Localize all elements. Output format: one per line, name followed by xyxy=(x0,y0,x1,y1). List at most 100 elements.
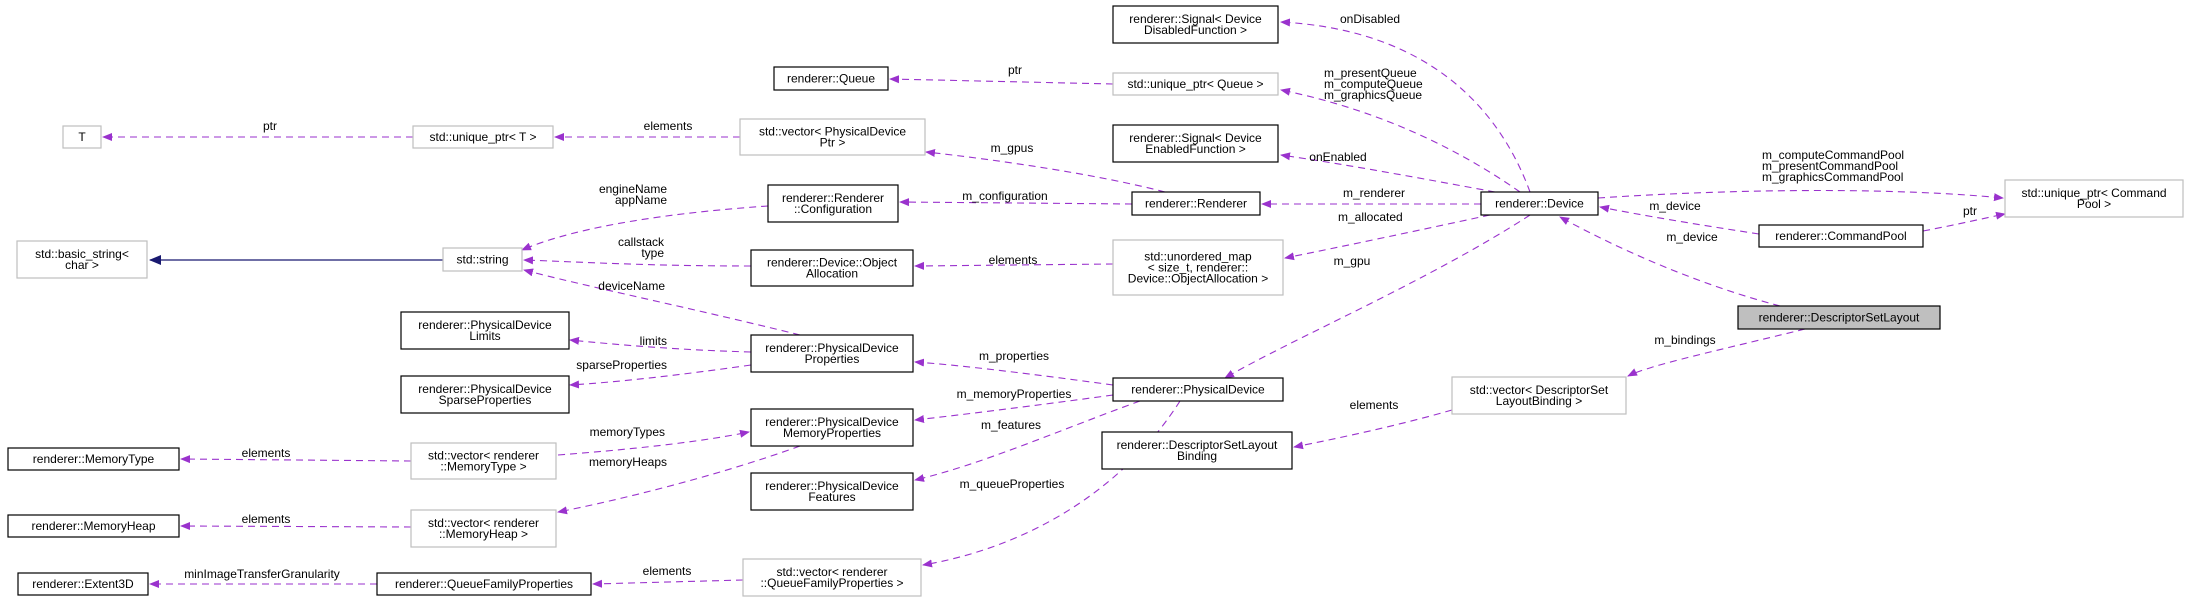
class-node-memory_heap[interactable]: renderer::MemoryHeap xyxy=(7,514,180,538)
class-node-box xyxy=(412,125,554,149)
class-node-qfp[interactable]: renderer::QueueFamilyProperties xyxy=(376,572,592,596)
class-node-label-line: std::vector< PhysicalDevice xyxy=(759,125,906,139)
edge-label-elements_qfp: elements xyxy=(643,564,692,578)
class-node-renderer_config[interactable]: renderer::Renderer::Configuration xyxy=(767,184,899,223)
edge-label-line: elements xyxy=(644,119,693,133)
usage-edge-physical_device-to-vector_qfp xyxy=(922,400,1181,568)
class-node-label-line: std::unique_ptr< Queue > xyxy=(1127,77,1263,91)
usage-edge-vector_dslb-to-dslb xyxy=(1293,409,1453,450)
class-node-cmdpool[interactable]: renderer::CommandPool xyxy=(1758,224,1924,248)
class-node-label-line: std::vector< renderer xyxy=(776,565,887,579)
class-node-box xyxy=(1112,72,1279,96)
usage-edge-cmdpool-to-unique_ptr_cmdpool xyxy=(1922,211,2006,232)
usage-edge-renderer_config-to-std_string xyxy=(521,205,769,251)
class-node-extent3d[interactable]: renderer::Extent3D xyxy=(17,572,149,596)
class-node-box xyxy=(2004,179,2184,218)
edge-label-line: m_computeCommandPool xyxy=(1762,148,1904,162)
class-node-std_string[interactable]: std::string xyxy=(442,247,523,272)
class-node-label-line: T xyxy=(78,130,86,144)
class-node-basic_string[interactable]: std::basic_string<char > xyxy=(16,240,148,279)
edge-label-line: m_renderer xyxy=(1343,186,1405,200)
class-node-label-line: renderer::Renderer xyxy=(1145,197,1247,211)
edge-label-line: m_gpu xyxy=(1334,254,1371,268)
edge-label-m_queue_properties: m_queueProperties xyxy=(960,477,1065,491)
class-node-vector_memtype[interactable]: std::vector< renderer::MemoryType > xyxy=(410,442,557,480)
class-node-label: renderer::MemoryType xyxy=(33,452,155,466)
usage-edge-physical_device-to-pd_features xyxy=(914,400,1141,482)
class-node-label: renderer::MemoryHeap xyxy=(31,519,155,533)
usage-edge-object_allocation-to-std_string xyxy=(523,256,752,267)
class-node-label-line: ::MemoryHeap > xyxy=(439,527,528,541)
class-node-label: renderer::CommandPool xyxy=(1775,229,1906,243)
class-node-label-line: renderer::PhysicalDevice xyxy=(418,318,552,332)
edge-label-m_bindings: m_bindings xyxy=(1654,333,1715,347)
class-node-dsl[interactable]: renderer::DescriptorSetLayout xyxy=(1737,305,1941,330)
class-node-box xyxy=(1480,191,1599,216)
usage-edge-unique_ptr_queue-to-queue xyxy=(889,75,1114,85)
class-node-label-line: renderer::QueueFamilyProperties xyxy=(395,577,573,591)
class-node-memory_type[interactable]: renderer::MemoryType xyxy=(7,447,180,471)
class-node-label-line: ::MemoryType > xyxy=(440,460,526,474)
class-node-label: renderer::Device xyxy=(1495,197,1584,211)
class-node-box xyxy=(750,408,914,447)
edge-label-m_device_dsl: m_device xyxy=(1666,230,1718,244)
edge-label-m_properties: m_properties xyxy=(979,349,1049,363)
edge-label-line: memoryTypes xyxy=(590,425,665,439)
class-node-unique_ptr_queue[interactable]: std::unique_ptr< Queue > xyxy=(1112,72,1279,96)
edge-label-m_gpus: m_gpus xyxy=(991,141,1034,155)
class-node-label-line: std::basic_string< xyxy=(35,247,129,261)
class-node-unique_ptr_T[interactable]: std::unique_ptr< T > xyxy=(412,125,554,149)
class-node-box xyxy=(750,472,914,511)
edge-label-ptr_cmdpool: ptr xyxy=(1963,204,1977,218)
class-node-vector_memheap[interactable]: std::vector< renderer::MemoryHeap > xyxy=(410,509,557,548)
class-node-box xyxy=(742,558,922,597)
usage-edge-device-to-unique_ptr_cmdpool xyxy=(1597,189,2004,202)
usage-edge-device-to-unique_ptr_queue xyxy=(1280,87,1521,193)
edge-label-m_renderer: m_renderer xyxy=(1343,186,1405,200)
class-node-physical_device[interactable]: renderer::PhysicalDevice xyxy=(1112,377,1284,402)
edge-label-line: m_queueProperties xyxy=(960,477,1065,491)
class-node-unordered_map[interactable]: std::unordered_map< size_t, renderer::De… xyxy=(1112,239,1284,296)
class-node-label-line: renderer::CommandPool xyxy=(1775,229,1906,243)
class-node-label-line: ::QueueFamilyProperties > xyxy=(760,576,903,590)
class-node-T[interactable]: T xyxy=(62,125,102,149)
class-node-device[interactable]: renderer::Device xyxy=(1480,191,1599,216)
class-node-vector_qfp[interactable]: std::vector< renderer::QueueFamilyProper… xyxy=(742,558,922,597)
class-node-box xyxy=(17,572,149,596)
class-node-label-line: renderer::Queue xyxy=(787,72,875,86)
class-node-renderer[interactable]: renderer::Renderer xyxy=(1131,191,1261,216)
class-node-queue[interactable]: renderer::Queue xyxy=(773,66,889,91)
class-node-label: renderer::Renderer::Configuration xyxy=(782,191,884,216)
class-node-label: renderer::QueueFamilyProperties xyxy=(395,577,573,591)
class-node-box xyxy=(1451,376,1627,415)
class-node-label: std::vector< renderer::MemoryHeap > xyxy=(428,516,539,541)
class-node-label: renderer::PhysicalDevice xyxy=(1131,383,1265,397)
class-node-label-line: renderer::Signal< Device xyxy=(1129,131,1262,145)
class-node-box xyxy=(1131,191,1261,216)
usage-edge-physical_device-to-pd_properties xyxy=(914,358,1114,386)
usage-edge-vector_qfp-to-qfp xyxy=(592,579,744,588)
class-node-box xyxy=(1112,377,1284,402)
edge-label-m_allocated: m_allocated xyxy=(1338,210,1403,224)
class-node-label: renderer::Extent3D xyxy=(32,577,134,591)
usage-edge-cmdpool-to-device xyxy=(1599,204,1760,235)
